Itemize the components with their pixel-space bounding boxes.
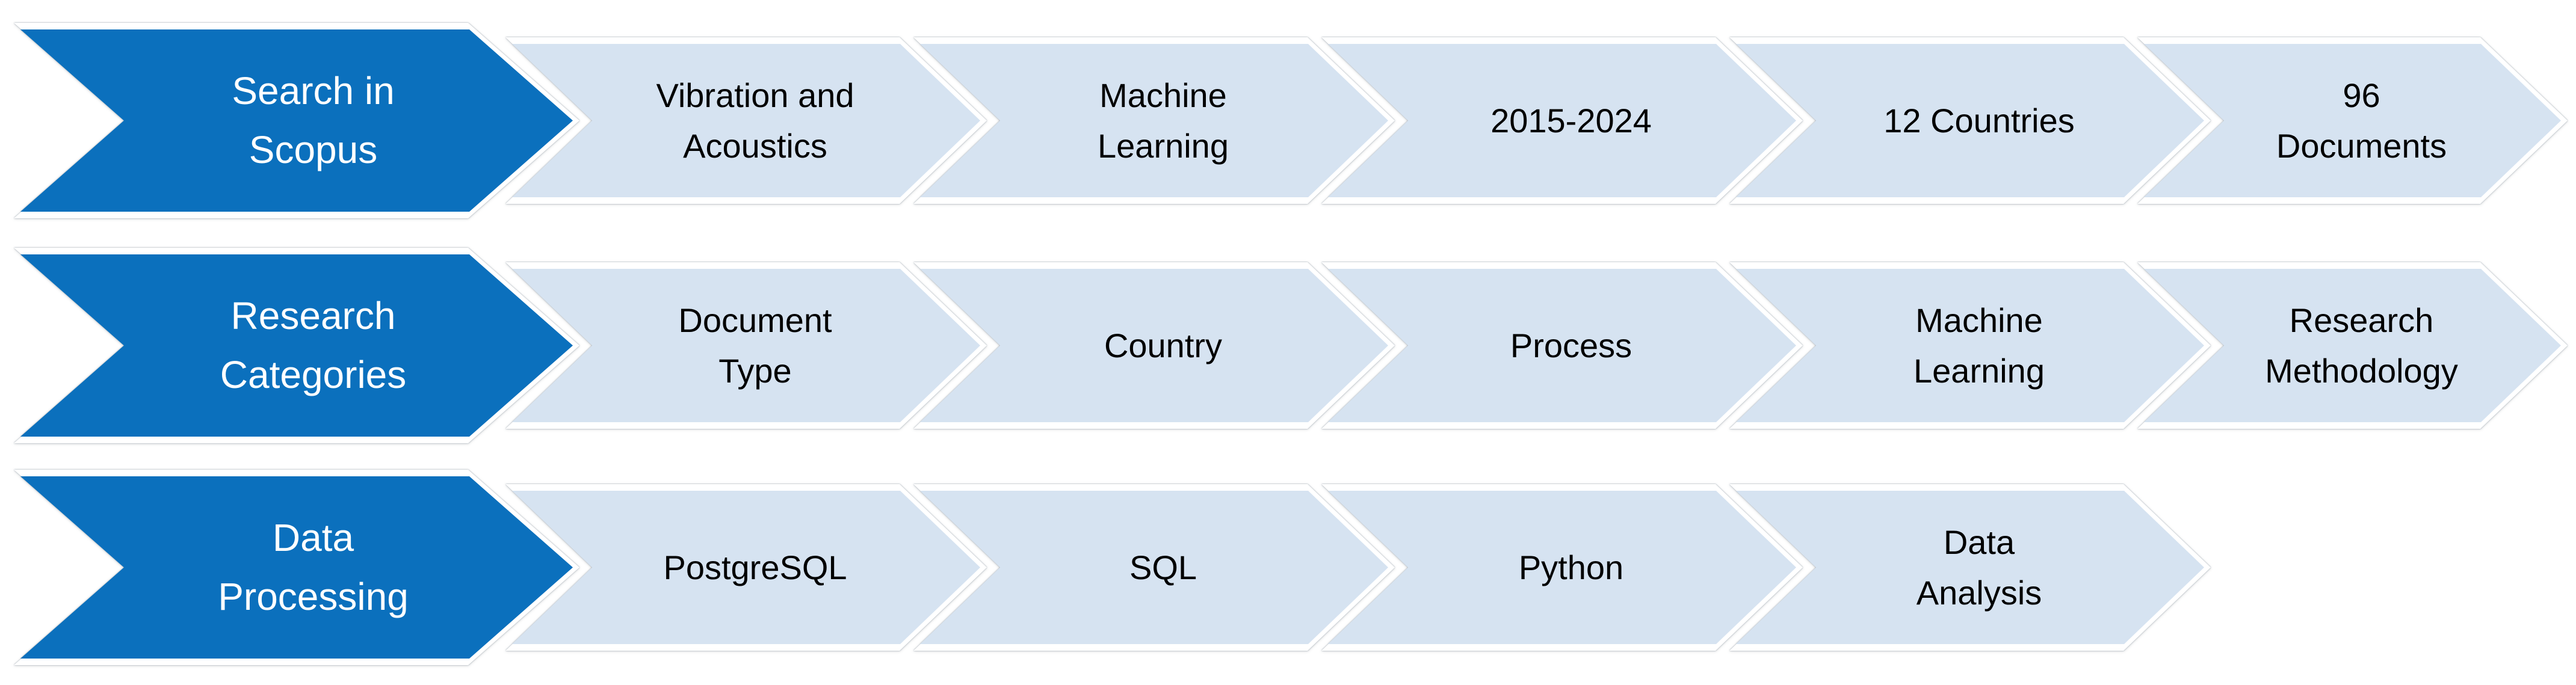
chevron-label: Document Type <box>678 301 832 390</box>
chevron-2015-2024: 2015-2024 <box>1321 37 1803 204</box>
chevron-python: Python <box>1321 484 1803 651</box>
chevron-label: SQL <box>1129 548 1197 586</box>
chevron-label: Research Categories <box>220 294 407 396</box>
chevron-data-analysis: Data Analysis <box>1729 484 2211 651</box>
chevron-vibration-and-acoustics: Vibration and Acoustics <box>505 37 987 204</box>
chevron-document-type: Document Type <box>505 262 987 429</box>
chevron-label: Data Processing <box>218 516 409 618</box>
chevron-label: 96 Documents <box>2276 76 2447 165</box>
chevron-machine-learning: Machine Learning <box>913 37 1395 204</box>
chevron-data-processing: Data Processing <box>14 470 579 665</box>
chevron-label: 12 Countries <box>1883 101 2075 140</box>
chevron-search-in-scopus: Search in Scopus <box>14 23 579 218</box>
chevron-label: Process <box>1510 326 1632 364</box>
chevron-machine-learning: Machine Learning <box>1729 262 2211 429</box>
chevron-sql: SQL <box>913 484 1395 651</box>
chevron-label: Research Methodology <box>2265 301 2458 390</box>
chevron-label: Vibration and Acoustics <box>656 76 854 165</box>
chevron-process: Process <box>1321 262 1803 429</box>
chevron-research-methodology: Research Methodology <box>2137 262 2568 429</box>
chevron-label: Search in Scopus <box>232 69 395 171</box>
chevron-96-documents: 96 Documents <box>2137 37 2568 204</box>
chevron-label: PostgreSQL <box>663 548 847 586</box>
chevron-label: Machine Learning <box>1098 76 1229 165</box>
chevron-label: Python <box>1518 548 1624 586</box>
chevron-label: Country <box>1104 326 1223 364</box>
chevron-12-countries: 12 Countries <box>1729 37 2211 204</box>
chevron-label: Data Analysis <box>1916 523 2042 612</box>
chevron-label: Machine Learning <box>1913 301 2045 390</box>
chevron-label: 2015-2024 <box>1490 101 1652 140</box>
chevron-postgresql: PostgreSQL <box>505 484 987 651</box>
chevron-country: Country <box>913 262 1395 429</box>
chevron-research-categories: Research Categories <box>14 248 579 443</box>
